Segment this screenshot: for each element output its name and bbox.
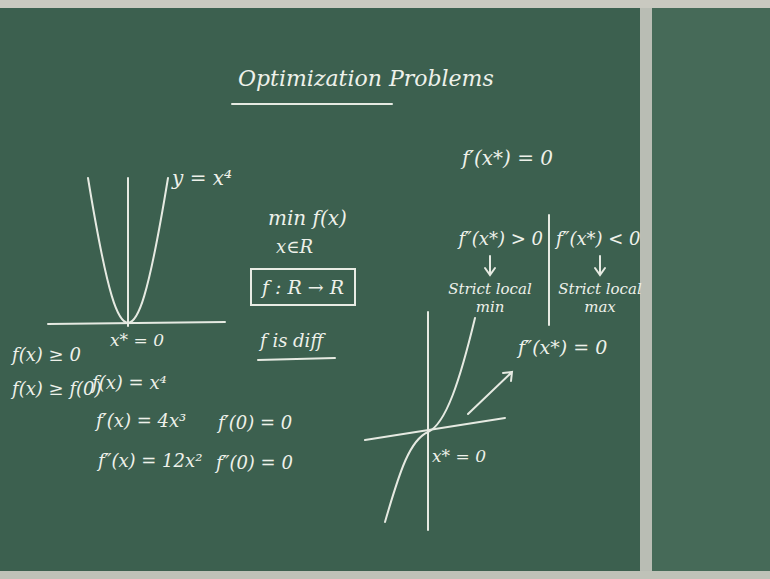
side-panel (652, 8, 770, 579)
derivative-value: f′(0) = 0 (218, 412, 292, 434)
y-axis (427, 312, 429, 530)
underline (258, 358, 335, 360)
boxed-statement: f : R → R (250, 268, 356, 306)
point-label: x* = 0 (110, 330, 164, 350)
pointer-arrow (468, 372, 512, 414)
condition: f″(x*) < 0 (556, 228, 641, 250)
objective: min f(x) (268, 206, 347, 230)
title-underline (232, 103, 392, 105)
condition: f″(x*) = 0 (518, 336, 607, 359)
assumption: f is diff (260, 330, 323, 352)
point-label: x* = 0 (432, 446, 486, 466)
curve-label: y = x⁴ (172, 166, 232, 190)
derivative: f′(x) = 4x³ (96, 410, 186, 432)
board-title: Optimization Problems (238, 66, 494, 92)
cubic-curve (385, 318, 475, 522)
x-axis (365, 418, 505, 440)
function-def: f(x) = x⁴ (92, 372, 167, 394)
down-arrow (485, 256, 495, 275)
conclusion: Strict local min (448, 280, 532, 316)
down-arrow (595, 256, 605, 275)
chalk-ledge (0, 571, 770, 579)
conclusion: Strict local max (558, 280, 642, 316)
second-derivative: f″(x) = 12x² (98, 450, 202, 472)
domain: x∈R (276, 236, 313, 258)
board-frame (640, 8, 652, 579)
second-derivative-value: f″(0) = 0 (216, 452, 293, 474)
y-axis (127, 178, 129, 326)
wall-strip (0, 0, 770, 8)
quartic-curve (88, 178, 168, 323)
divider (548, 215, 550, 325)
inequality: f(x) ≥ f(0) (12, 378, 102, 400)
condition: f″(x*) > 0 (458, 228, 543, 250)
box-text: f : R → R (262, 276, 344, 298)
condition: f′(x*) = 0 (462, 146, 553, 170)
x-axis (48, 322, 225, 324)
inequality: f(x) ≥ 0 (12, 344, 81, 366)
